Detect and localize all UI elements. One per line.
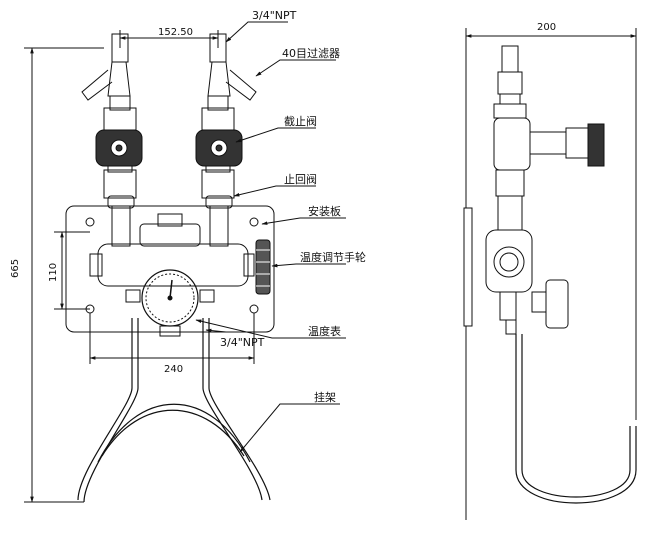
label-check-valve: 止回阀: [284, 172, 317, 186]
dim-240: 240: [164, 364, 183, 375]
front-view: [24, 21, 346, 503]
label-stop-valve: 截止阀: [284, 114, 317, 128]
left-pipe-stack: [81, 33, 143, 247]
label-thermometer: 温度表: [308, 324, 341, 338]
dim-152-50: 152.50: [158, 27, 193, 38]
label-handwheel: 温度调节手轮: [300, 250, 366, 264]
hanger-frame: [77, 318, 271, 503]
label-top-npt: 3/4"NPT: [252, 9, 297, 22]
label-hanger: 挂架: [314, 390, 336, 404]
right-pipe-stack: [195, 33, 257, 247]
dim-200: 200: [537, 22, 556, 33]
mixing-valve-body: [97, 243, 249, 287]
side-view: [463, 28, 637, 520]
label-mounting-plate: 安装板: [308, 204, 341, 218]
thermometer-gauge: [141, 269, 199, 337]
dim-665: 665: [10, 259, 21, 278]
label-bottom-npt: 3/4"NPT: [220, 336, 265, 349]
mounting-plate: [65, 205, 275, 333]
side-mounting-plate: [463, 207, 473, 327]
label-filter: 40目过滤器: [282, 47, 340, 60]
dim-110: 110: [48, 263, 59, 282]
handwheel: [255, 239, 271, 295]
